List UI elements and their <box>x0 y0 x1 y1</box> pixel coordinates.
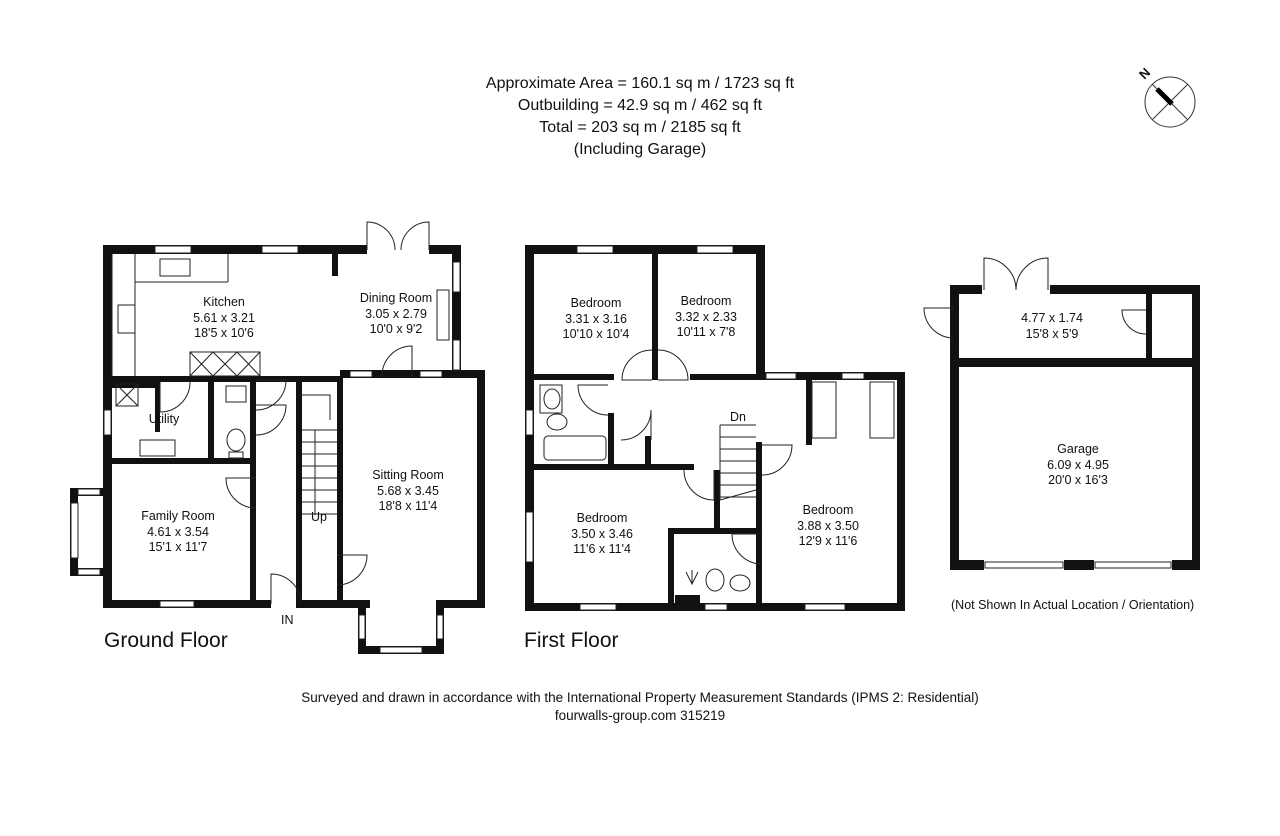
stairs-down-label: Dn <box>730 410 746 424</box>
bedroom-1-label: Bedroom 3.31 x 3.16 10'10 x 10'4 <box>562 296 630 341</box>
garage-note-line: (Including Garage) <box>573 141 707 158</box>
bedroom-4-label: Bedroom 3.88 x 3.50 12'9 x 11'6 <box>797 503 859 548</box>
area-summary-line: Approximate Area = 160.1 sq m / 1723 sq … <box>485 75 795 92</box>
bedroom-2-label: Bedroom 3.32 x 2.33 10'11 x 7'8 <box>675 294 737 339</box>
outbuilding-plan <box>950 285 1200 570</box>
reference-line: fourwalls-group.com 315219 <box>554 708 726 723</box>
compass-icon <box>1144 76 1196 128</box>
ground-floor-windows <box>70 245 461 654</box>
sitting-room-label: Sitting Room 5.68 x 3.45 18'8 x 11'4 <box>372 468 444 513</box>
ground-floor-title: Ground Floor <box>104 629 228 652</box>
garage-label: Garage 6.09 x 4.95 20'0 x 16'3 <box>1047 442 1109 487</box>
stairs-up-label: Up <box>311 510 327 524</box>
outbuilding-doors <box>923 257 1172 569</box>
first-floor-windows <box>525 245 865 611</box>
store-label: 4.77 x 1.74 15'8 x 5'9 <box>1021 311 1083 341</box>
ground-floor-doors <box>111 221 450 605</box>
first-floor-doors <box>539 349 895 592</box>
first-floor-title: First Floor <box>524 629 619 652</box>
dining-room-label: Dining Room 3.05 x 2.79 10'0 x 9'2 <box>359 291 433 336</box>
outbuilding-area-line: Outbuilding = 42.9 sq m / 462 sq ft <box>517 97 763 114</box>
family-room-label: Family Room 4.61 x 3.54 15'1 x 11'7 <box>141 509 215 554</box>
utility-label: Utility <box>148 412 180 426</box>
bedroom-3-label: Bedroom 3.50 x 3.46 11'6 x 11'4 <box>571 511 633 556</box>
entrance-label: IN <box>281 613 294 627</box>
kitchen-label: Kitchen 5.61 x 3.21 18'5 x 10'6 <box>193 295 255 340</box>
total-area-line: Total = 203 sq m / 2185 sq ft <box>539 119 741 136</box>
location-note: (Not Shown In Actual Location / Orientat… <box>951 598 1195 612</box>
survey-standard-note: Surveyed and drawn in accordance with th… <box>301 690 979 705</box>
